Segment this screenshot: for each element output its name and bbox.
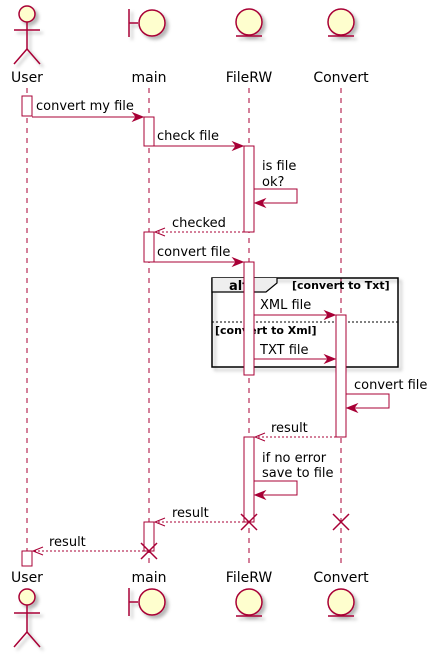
messages: convert my file check file is file ok? c… xyxy=(31,99,427,556)
activation-main-2 xyxy=(143,231,155,263)
activation-user-2 xyxy=(21,550,33,567)
activations xyxy=(21,95,347,567)
destroy-markers xyxy=(140,513,350,560)
boundary-icon xyxy=(128,9,166,37)
message-label: convert my file xyxy=(36,99,134,114)
entity-icon xyxy=(235,588,263,617)
destroy-convert-icon xyxy=(332,513,350,531)
destroy-main-icon xyxy=(140,542,158,560)
participant-label-convert: Convert xyxy=(313,570,369,586)
alt-guard-1: [convert to Txt] xyxy=(292,279,390,292)
actor-icon xyxy=(13,588,41,648)
message-label: convert file xyxy=(157,245,230,260)
activation-filerw-1 xyxy=(243,145,255,233)
message-result-3: result xyxy=(31,535,144,556)
message-label-line1: if no error xyxy=(262,451,327,466)
message-txt-file: TXT file xyxy=(254,343,337,365)
entity-icon xyxy=(235,8,263,37)
participant-label-main: main xyxy=(132,70,167,86)
message-result-1: result xyxy=(253,421,336,442)
participant-label-convert: Convert xyxy=(313,70,369,86)
activation-filerw-3 xyxy=(243,436,255,523)
message-label: convert file xyxy=(354,378,427,393)
message-result-2: result xyxy=(153,506,244,527)
activation-convert-1 xyxy=(335,314,347,438)
activation-user-1 xyxy=(21,95,33,117)
message-check-file: check file xyxy=(154,129,245,152)
message-convert-file: convert file xyxy=(154,245,245,268)
entity-icon xyxy=(327,8,355,37)
message-label: XML file xyxy=(260,298,311,313)
message-label-line2: ok? xyxy=(262,175,284,190)
message-label: result xyxy=(49,535,86,550)
boundary-icon xyxy=(128,588,166,616)
participants-bottom: User main FileRW Convert xyxy=(11,570,369,648)
participants-top: User main FileRW Convert xyxy=(11,5,369,86)
activation-main-1 xyxy=(143,116,155,147)
participant-label-main: main xyxy=(132,570,167,586)
message-self-convert-file: convert file xyxy=(345,378,427,414)
participant-label-user: User xyxy=(11,70,43,86)
participant-label-user: User xyxy=(11,570,43,586)
message-label: checked xyxy=(172,216,226,231)
message-is-file-ok: is file ok? xyxy=(253,159,298,209)
message-label: TXT file xyxy=(259,343,309,358)
message-label: check file xyxy=(157,129,219,144)
message-label: result xyxy=(271,421,308,436)
message-label: result xyxy=(172,506,209,521)
activation-filerw-2 xyxy=(243,261,255,376)
participant-label-filerw: FileRW xyxy=(226,70,273,86)
message-label-line2: save to file xyxy=(262,466,334,481)
message-convert-my-file: convert my file xyxy=(32,99,145,123)
message-xml-file: XML file xyxy=(254,298,337,321)
alt-guard-2: [convert to Xml] xyxy=(215,324,316,337)
actor-icon xyxy=(13,5,41,65)
participant-label-filerw: FileRW xyxy=(226,570,273,586)
entity-icon xyxy=(327,588,355,617)
message-checked: checked xyxy=(153,216,244,237)
destroy-filerw-icon xyxy=(240,513,258,531)
message-if-no-error: if no error save to file xyxy=(253,451,334,501)
message-label-line1: is file xyxy=(262,159,296,174)
